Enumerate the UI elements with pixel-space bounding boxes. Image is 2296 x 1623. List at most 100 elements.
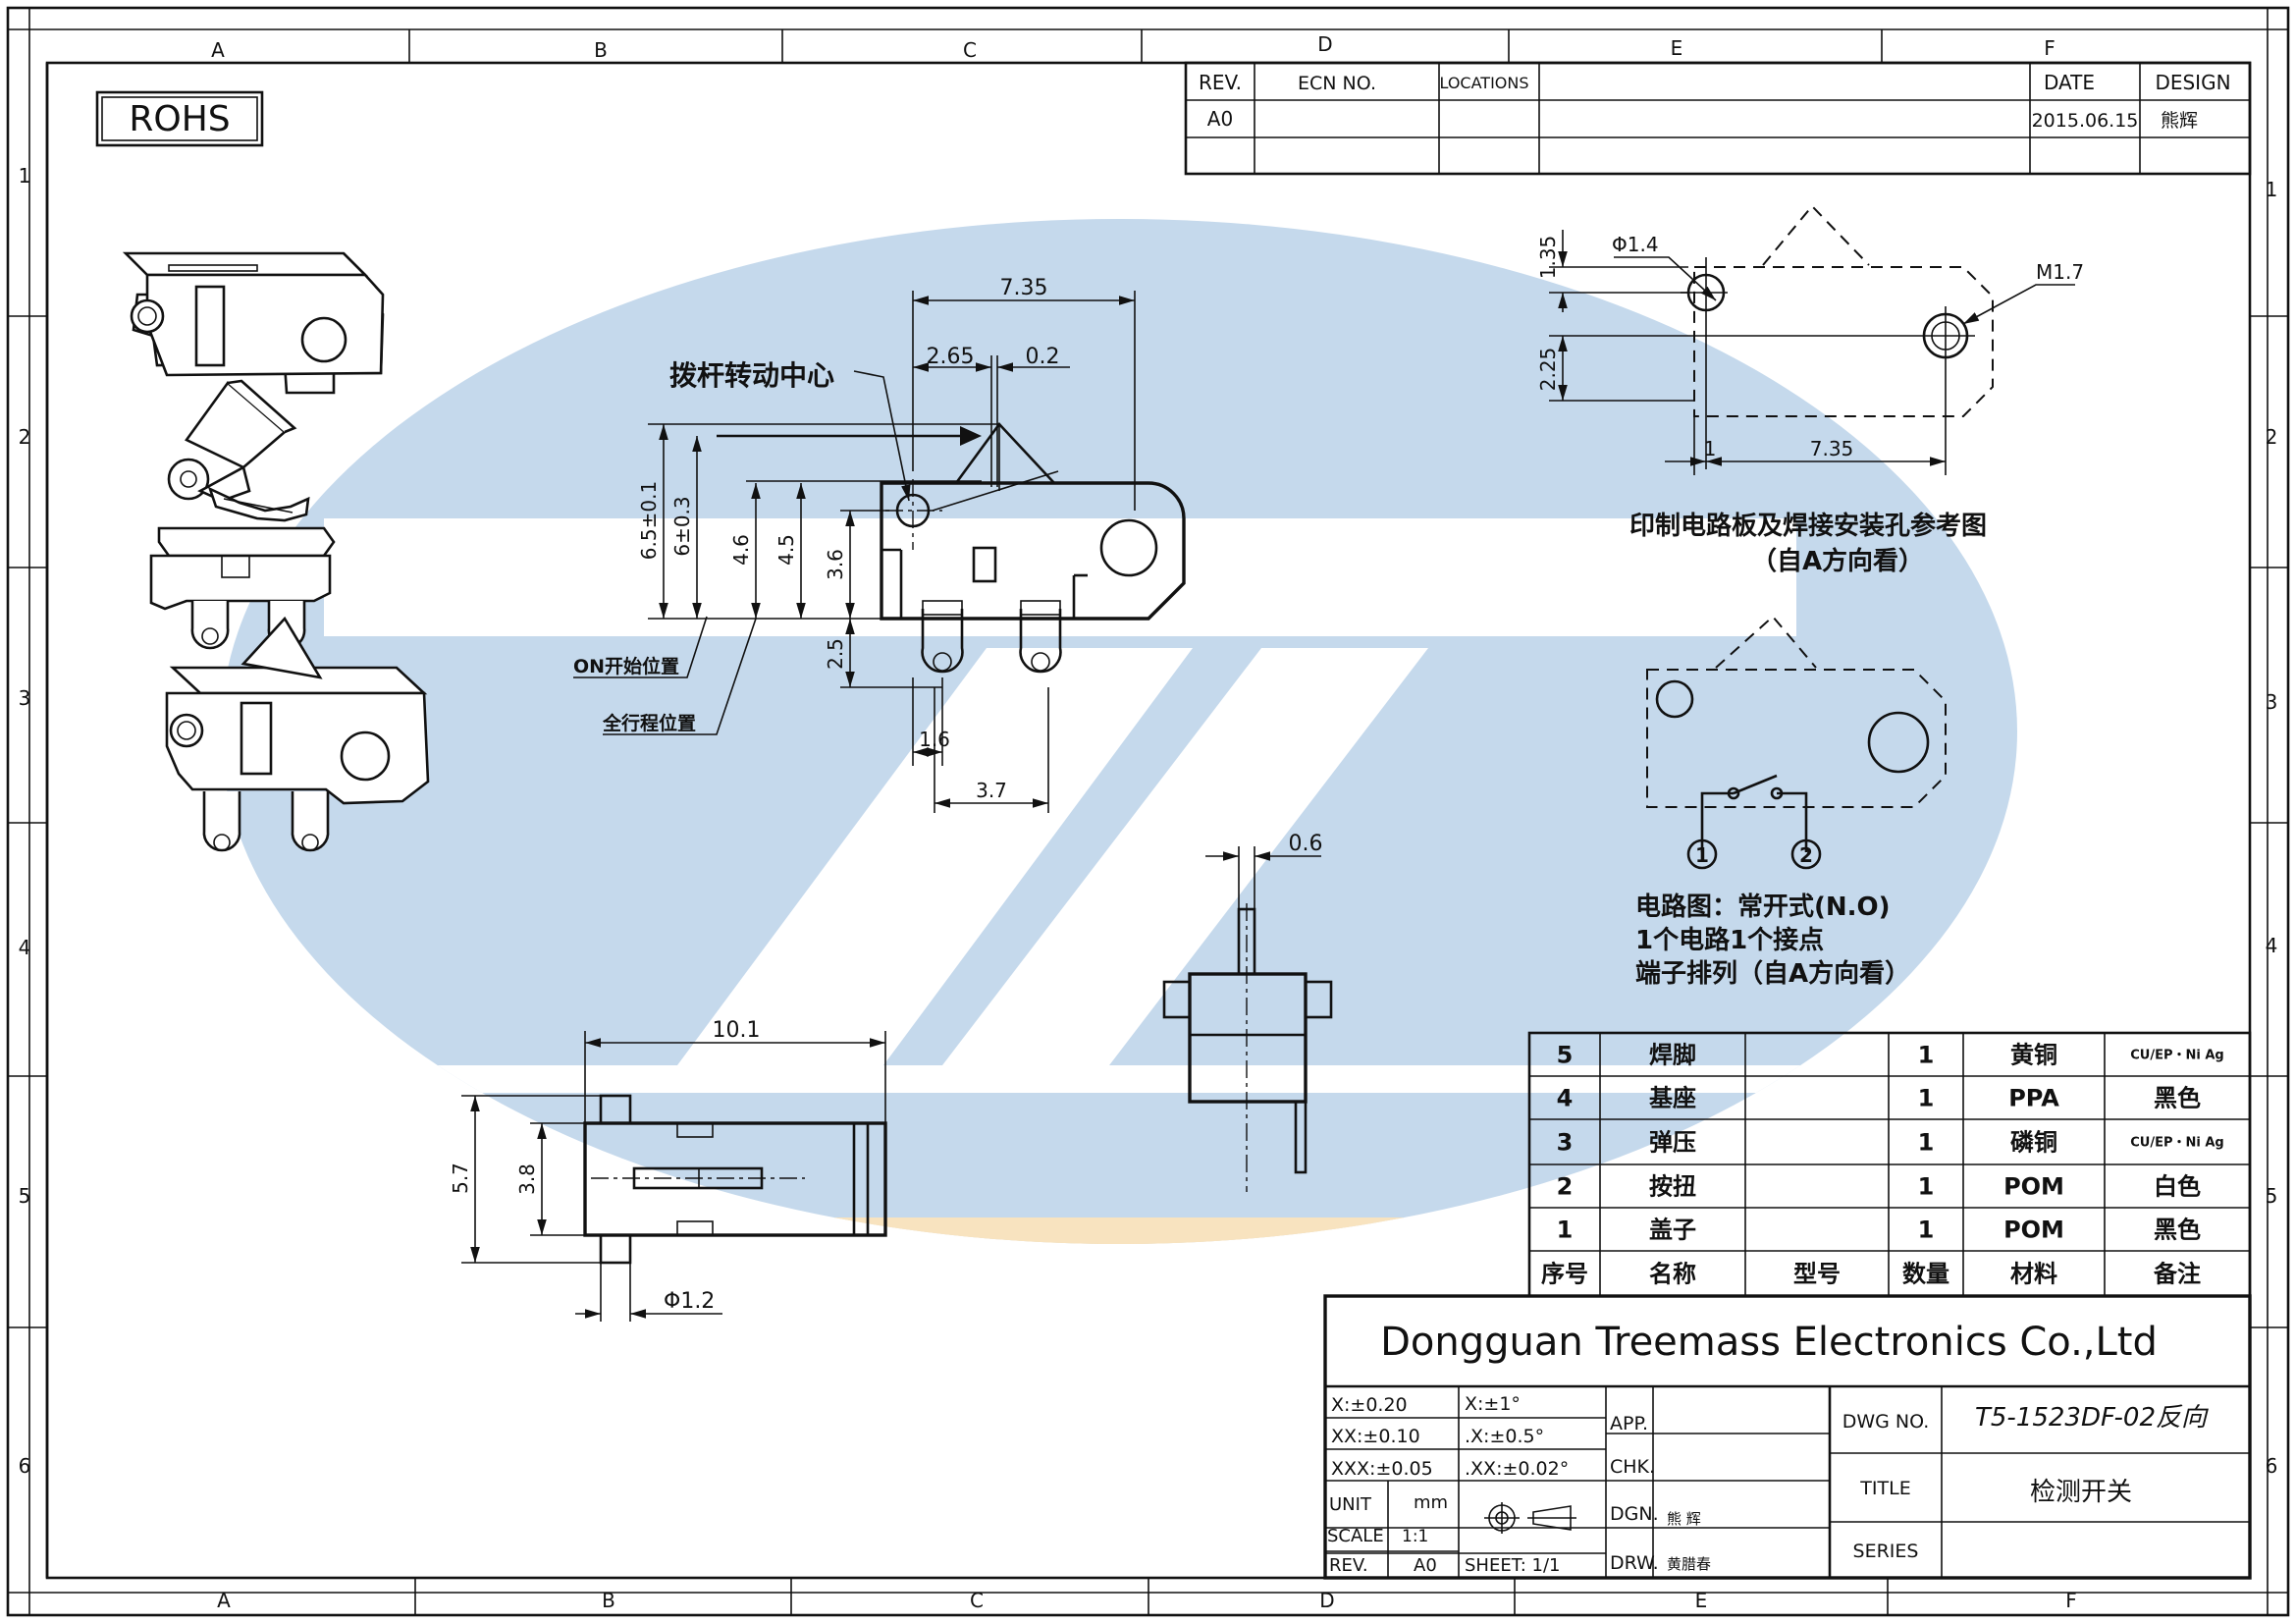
- circuit-note-line3: 端子排列（自A方向看）: [1635, 958, 1910, 989]
- series-label: SERIES: [1853, 1541, 1919, 1562]
- exploded-isometric-view: [122, 251, 430, 852]
- bottom-dim-10-1: 10.1: [713, 1018, 761, 1043]
- rohs-text: ROHS: [129, 99, 230, 139]
- dim-3-7: 3.7: [976, 779, 1007, 802]
- dwg-no-value: T5-1523DF-02反向: [1975, 1403, 2209, 1433]
- bom-cell: 1: [1557, 1217, 1574, 1244]
- circuit-diagram: 1 2 电路图：常开式(N.O) 1个电路1个接点 端子排列（自A方向看）: [1635, 615, 1947, 989]
- chk-label: CHK.: [1610, 1456, 1655, 1478]
- bom-cell: 弹压: [1649, 1129, 1696, 1157]
- part-actuator: [167, 379, 297, 503]
- zone-row-1-right: 1: [2266, 178, 2278, 201]
- terminal-2: 2: [1799, 843, 1813, 867]
- bom-cell: CU/EP・Ni Ag: [2130, 1049, 2223, 1063]
- pcb-dim-2-25: 2.25: [1536, 348, 1560, 392]
- zone-col-a: A: [211, 38, 225, 62]
- rev-value: A0: [1414, 1555, 1437, 1576]
- company-name: Dongguan Treemass Electronics Co.,Ltd: [1380, 1320, 2158, 1365]
- bom-cell: 白色: [2154, 1173, 2201, 1201]
- dgn-label: DGN.: [1610, 1503, 1659, 1525]
- bom-cell: 磷铜: [2010, 1129, 2057, 1157]
- bom-cell: 黑色: [2154, 1085, 2201, 1112]
- zone-col-d-bottom: D: [1319, 1589, 1334, 1612]
- scale-label: SCALE: [1327, 1526, 1384, 1546]
- bom-cell: 4: [1557, 1085, 1574, 1112]
- zone-col-f-bottom: F: [2065, 1589, 2077, 1612]
- rev-row-design: 熊辉: [2161, 110, 2198, 132]
- bom-cell: 焊脚: [1649, 1042, 1696, 1069]
- dim-3-6: 3.6: [824, 549, 847, 580]
- bottom-dim-pin-1-2: Φ1.2: [664, 1289, 715, 1314]
- bom-header-cell: 型号: [1793, 1261, 1841, 1288]
- rev-header-design: DESIGN: [2155, 71, 2230, 94]
- pivot-center-label: 拨杆转动中心: [669, 359, 834, 392]
- revision-table: REV. ECN NO. LOCATIONS DATE DESIGN A0 20…: [1184, 61, 2252, 176]
- bom-cell: 1: [1918, 1085, 1935, 1112]
- bom-header-cell: 材料: [2010, 1261, 2057, 1288]
- pcb-dim-7-35: 7.35: [1810, 437, 1854, 460]
- bom-header-cell: 序号: [1541, 1261, 1588, 1288]
- title-block: Dongguan Treemass Electronics Co.,Ltd X:…: [1323, 1294, 2252, 1580]
- zone-col-b-bottom: B: [602, 1589, 615, 1612]
- rohs-badge: ROHS: [95, 90, 264, 147]
- dim-4-5: 4.5: [774, 534, 798, 566]
- dim-6: 6±0.3: [670, 496, 694, 556]
- pcb-dim-hole-m1-7: M1.7: [2036, 260, 2084, 284]
- zone-row-5: 5: [19, 1184, 31, 1208]
- pcb-dim-1-35: 1.35: [1536, 236, 1560, 280]
- bom-cell: 1: [1918, 1217, 1935, 1244]
- pcb-dim-hole-1-4: Φ1.4: [1612, 233, 1659, 256]
- zone-col-a-bottom: A: [217, 1589, 231, 1612]
- sheet-count: SHEET: 1/1: [1465, 1555, 1560, 1576]
- circuit-note-line2: 1个电路1个接点: [1635, 925, 1824, 955]
- dim-7-35: 7.35: [1000, 276, 1048, 300]
- bom-cell: 5: [1557, 1042, 1574, 1069]
- dim-2-65: 2.65: [927, 345, 975, 369]
- tol-x-linear: X:±0.20: [1331, 1394, 1408, 1416]
- zone-row-1: 1: [19, 164, 31, 188]
- projection-symbol-icon: [1484, 1502, 1576, 1534]
- bom-cell: 1: [1918, 1129, 1935, 1157]
- unit-value: mm: [1414, 1492, 1448, 1513]
- app-label: APP.: [1610, 1413, 1648, 1434]
- drw-label: DRW.: [1610, 1552, 1659, 1574]
- bom-header-cell: 备注: [2153, 1261, 2201, 1288]
- pcb-caption-line1: 印制电路板及焊接安装孔参考图: [1629, 511, 1987, 541]
- rev-row-rev: A0: [1207, 107, 1233, 131]
- bottom-view: 10.1 5.7 3.8 Φ1.2: [449, 1018, 887, 1322]
- zone-row-2-right: 2: [2266, 425, 2278, 449]
- bom-cell: POM: [2003, 1173, 2064, 1201]
- bom-cell: 盖子: [1649, 1217, 1696, 1244]
- rev-header-locations: LOCATIONS: [1439, 74, 1528, 92]
- rev-header-ecn: ECN NO.: [1298, 73, 1376, 94]
- zone-col-e-bottom: E: [1695, 1589, 1708, 1612]
- rev-header-rev: REV.: [1199, 71, 1242, 94]
- rev-header-date: DATE: [2044, 71, 2095, 94]
- full-travel-position-label: 全行程位置: [602, 712, 696, 734]
- zone-row-6: 6: [19, 1454, 31, 1478]
- bom-cell: 黑色: [2154, 1217, 2201, 1244]
- rev-row-date: 2015.06.15: [2032, 110, 2139, 132]
- bom-cell: POM: [2003, 1217, 2064, 1244]
- tol-xx-angular: .X:±0.5°: [1465, 1426, 1544, 1447]
- dim-4-6: 4.6: [729, 534, 753, 566]
- zone-row-4: 4: [19, 936, 31, 959]
- zone-row-6-right: 6: [2266, 1454, 2278, 1478]
- zone-row-5-right: 5: [2266, 1184, 2278, 1208]
- terminal-1: 1: [1695, 843, 1709, 867]
- dwg-no-label: DWG NO.: [1842, 1411, 1930, 1433]
- zone-col-c-bottom: C: [970, 1589, 984, 1612]
- dim-6-5: 6.5±0.1: [637, 481, 661, 560]
- tol-x-angular: X:±1°: [1465, 1393, 1521, 1415]
- part-cover: [122, 251, 385, 395]
- bom-cell: 1: [1918, 1042, 1935, 1069]
- dim-0-2: 0.2: [1026, 345, 1060, 369]
- zone-col-b: B: [594, 38, 608, 62]
- zone-row-3-right: 3: [2266, 690, 2278, 714]
- drw-value: 黄腊春: [1667, 1555, 1711, 1573]
- dgn-value: 熊 辉: [1667, 1510, 1701, 1528]
- bom-cell: 1: [1918, 1173, 1935, 1201]
- pcb-dim-1: 1: [1704, 437, 1717, 460]
